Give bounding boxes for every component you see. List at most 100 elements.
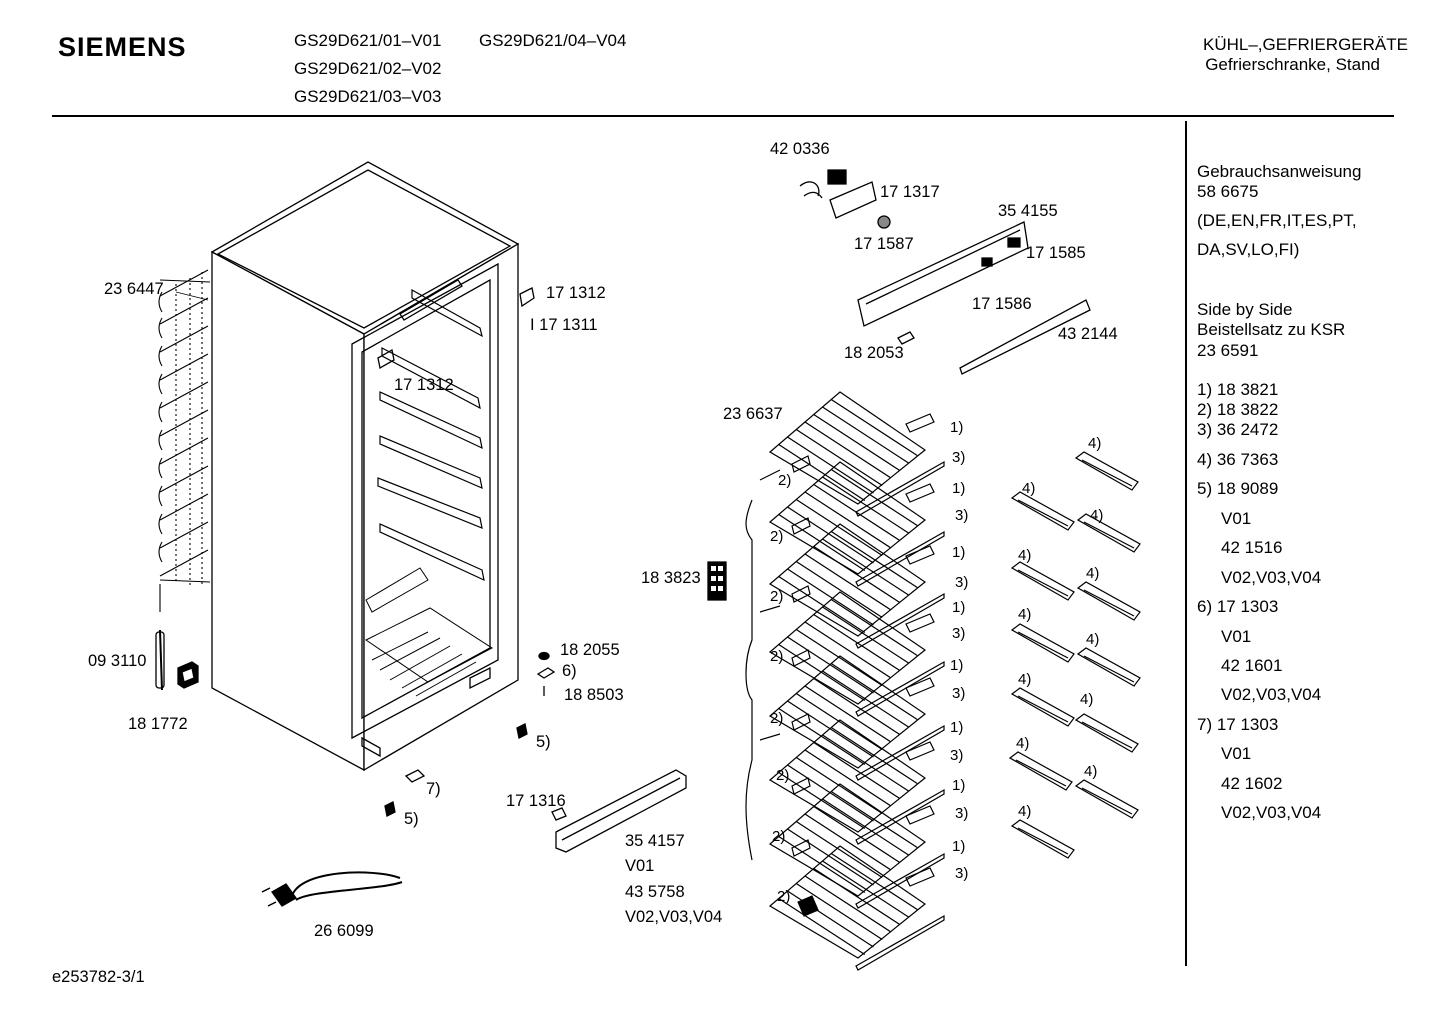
shelf-handle	[1012, 624, 1074, 662]
manual-languages: (DE,EN,FR,IT,ES,PT,	[1197, 211, 1357, 230]
shelf-handle	[1076, 780, 1138, 818]
callout-marker: 4)	[1086, 631, 1100, 648]
evaporator-tube	[798, 896, 818, 916]
evaporator-shelf	[770, 518, 944, 648]
evaporator-shelf	[770, 456, 944, 586]
callout-marker: 4)	[1088, 435, 1102, 452]
part-label: 18 3823	[641, 569, 701, 587]
legend-item: 7) 17 1303	[1197, 715, 1279, 734]
part-label: 43 2144	[1058, 325, 1118, 343]
evaporator-shelf	[770, 840, 944, 970]
cabinet-drawing	[156, 162, 534, 770]
shelf-handle	[1012, 492, 1074, 530]
callout-marker: 3)	[952, 449, 966, 466]
model-number: GS29D621/01–V01	[294, 31, 442, 50]
part-label: 17 1585	[1026, 244, 1086, 262]
shelf-handle	[1078, 514, 1140, 552]
side-by-side-subtitle: Beistellsatz zu KSR	[1197, 320, 1346, 339]
callout-marker: 2)	[772, 828, 786, 845]
model-number: GS29D621/04–V04	[479, 31, 627, 50]
legend-subitem: V02,V03,V04	[1221, 685, 1322, 704]
callout-marker: 4)	[1086, 565, 1100, 582]
callout-marker: 4)	[1080, 691, 1094, 708]
manual-number: 58 6675	[1197, 182, 1259, 201]
part-label: 42 0336	[770, 140, 830, 158]
shelf-handles	[1010, 452, 1140, 858]
evaporator-shelf	[770, 778, 944, 908]
legend-subitem: V01	[1221, 509, 1252, 528]
legend-subitem: V01	[1221, 744, 1252, 763]
legend-item: 2) 18 3822	[1197, 400, 1279, 419]
legend-subitem: 42 1516	[1221, 538, 1283, 557]
manual-languages: DA,SV,LO,FI)	[1197, 240, 1300, 259]
part-label: 43 5758	[625, 883, 685, 901]
evaporator-shelves	[746, 392, 944, 970]
legend-item: 1) 18 3821	[1197, 380, 1279, 399]
legend-item: 3) 36 2472	[1197, 420, 1279, 439]
callout-marker: 3)	[952, 625, 966, 642]
manual-title: Gebrauchsanweisung	[1197, 162, 1362, 181]
evaporator-tube	[746, 500, 752, 860]
legend-item: 4) 36 7363	[1197, 450, 1279, 469]
callout-marker: 2)	[776, 767, 790, 784]
legend-subitem: V02,V03,V04	[1221, 803, 1322, 822]
callout-marker: 3)	[955, 865, 969, 882]
part-label: 6)	[562, 662, 577, 680]
shelf-handle	[1076, 714, 1138, 752]
callout-marker: 3)	[955, 507, 969, 524]
part-label: 18 2053	[844, 344, 904, 362]
shelf-handle	[1076, 452, 1138, 490]
callout-marker: 1)	[950, 657, 964, 674]
evaporator-shelf	[770, 586, 944, 716]
legend-subitem: 42 1602	[1221, 774, 1283, 793]
callout-marker: 1)	[952, 838, 966, 855]
callout-marker: 4)	[1022, 480, 1036, 497]
callout-marker: 3)	[955, 805, 969, 822]
callout-marker: 4)	[1018, 547, 1032, 564]
callout-marker: 3)	[952, 685, 966, 702]
part-label: 26 6099	[314, 922, 374, 940]
part-label: 35 4155	[998, 202, 1058, 220]
callout-marker: 2)	[770, 588, 784, 605]
part-label: 7)	[426, 780, 441, 798]
part-label: 35 4157	[625, 832, 685, 850]
callout-marker: 1)	[950, 719, 964, 736]
callout-marker: 4)	[1090, 507, 1104, 524]
callout-marker: 4)	[1016, 735, 1030, 752]
shelf-handle	[1078, 582, 1140, 620]
part-label: 5)	[404, 810, 419, 828]
part-label: 23 6447	[104, 280, 164, 298]
category-subtitle: Gefrierschranke, Stand	[1205, 55, 1380, 74]
callout-marker: 1)	[952, 544, 966, 561]
brand-logo: SIEMENS	[58, 32, 187, 62]
callout-marker: 1)	[952, 599, 966, 616]
part-label: 17 1587	[854, 235, 914, 253]
evaporator-shelf	[770, 650, 944, 780]
callout-marker: 2)	[770, 648, 784, 665]
shelf-handle	[1012, 562, 1074, 600]
callout-marker: 2)	[777, 888, 791, 905]
drawing-code: e253782-3/1	[52, 968, 145, 986]
legend-subitem: 42 1601	[1221, 656, 1283, 675]
part-label: 17 1312	[546, 284, 606, 302]
legend-subitem: V01	[1221, 627, 1252, 646]
shelf-handle	[1078, 648, 1140, 686]
callout-marker: 3)	[955, 574, 969, 591]
callout-marker: 4)	[1018, 803, 1032, 820]
callout-marker: 4)	[1018, 606, 1032, 623]
part-label: 17 1312	[394, 376, 454, 394]
legend-item: 6) 17 1303	[1197, 597, 1279, 616]
part-label: 5)	[536, 733, 551, 751]
evaporator-shelf	[770, 714, 944, 844]
control-panel-drawing	[800, 170, 1090, 374]
legend-item: 5) 18 9089	[1197, 479, 1279, 498]
category-title: KÜHL–,GEFRIERGERÄTE	[1203, 35, 1408, 54]
part-label: I 17 1311	[530, 316, 598, 334]
shelf-handle	[1010, 752, 1072, 790]
callout-marker: 4)	[1018, 671, 1032, 688]
side-by-side-title: Side by Side	[1197, 300, 1293, 319]
callout-marker: 2)	[770, 528, 784, 545]
callout-marker: 1)	[950, 419, 964, 436]
evaporator-shelf	[770, 392, 944, 516]
